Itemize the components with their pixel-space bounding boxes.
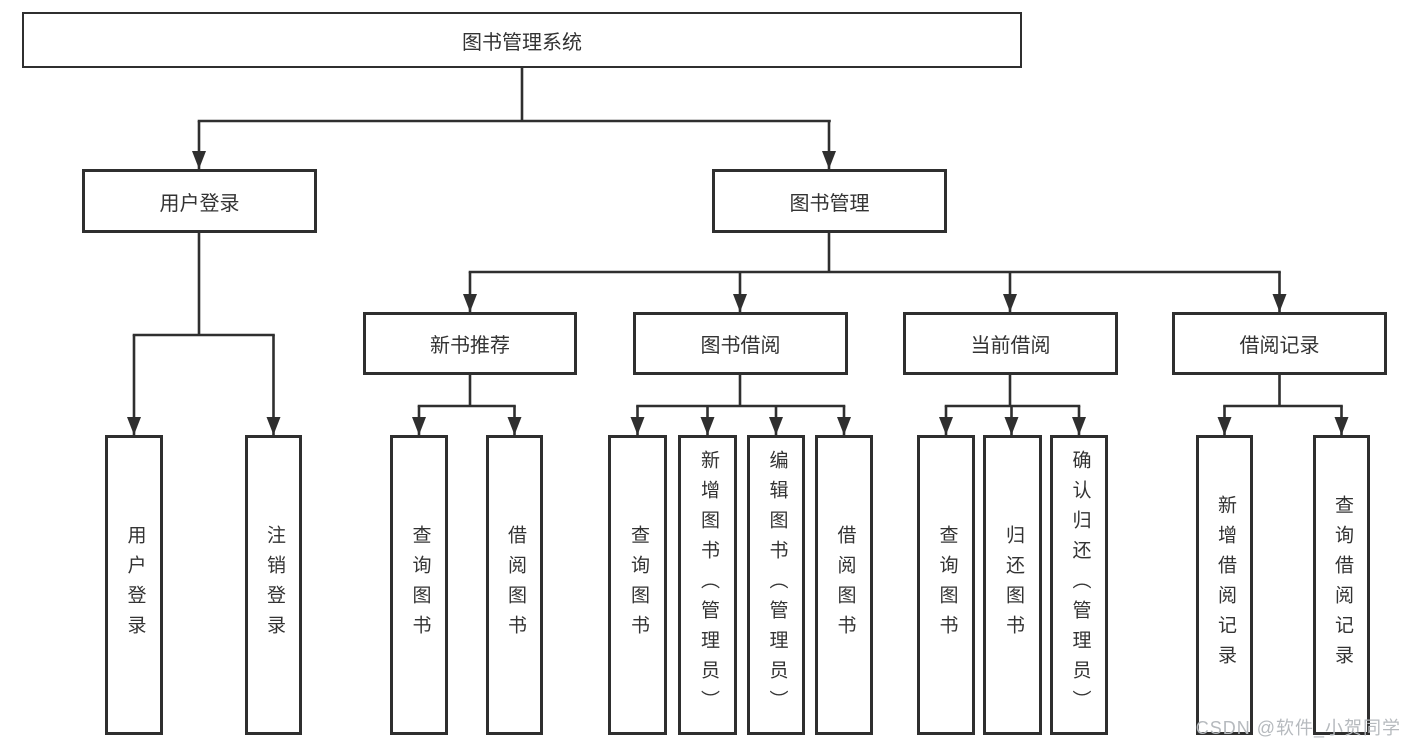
- node-label: 确认归还（管理员）: [1069, 450, 1091, 720]
- node-borrowing-records: 借阅记录: [1172, 312, 1387, 375]
- node-label: 用户登录: [124, 525, 146, 645]
- node-bb-add-books-admin: 新增图书（管理员）: [678, 435, 737, 735]
- node-cb-query-books: 查询图书: [917, 435, 975, 735]
- node-label: 借阅图书: [504, 525, 526, 645]
- node-new-book-recommend: 新书推荐: [363, 312, 577, 375]
- node-label: 查询图书: [627, 525, 649, 645]
- node-bb-edit-books-admin: 编辑图书（管理员）: [747, 435, 805, 735]
- node-label: 查询借阅记录: [1331, 495, 1353, 675]
- node-label: 借阅图书: [834, 525, 856, 645]
- node-label: 查询图书: [936, 525, 958, 645]
- node-label: 新增借阅记录: [1214, 495, 1236, 675]
- node-book-management: 图书管理: [712, 169, 947, 233]
- node-label: 注销登录: [263, 525, 285, 645]
- node-user-login: 用户登录: [82, 169, 317, 233]
- node-br-query-record: 查询借阅记录: [1313, 435, 1370, 735]
- node-book-borrowing: 图书借阅: [633, 312, 848, 375]
- node-label: 归还图书: [1002, 525, 1024, 645]
- node-cb-return-books: 归还图书: [983, 435, 1042, 735]
- node-root: 图书管理系统: [22, 12, 1022, 68]
- node-leaf-logout: 注销登录: [245, 435, 302, 735]
- node-bb-query-books: 查询图书: [608, 435, 667, 735]
- node-nb-query-books: 查询图书: [390, 435, 448, 735]
- node-current-borrowing: 当前借阅: [903, 312, 1118, 375]
- node-bb-borrow-books: 借阅图书: [815, 435, 873, 735]
- node-nb-borrow-books: 借阅图书: [486, 435, 543, 735]
- node-cb-confirm-return-admin: 确认归还（管理员）: [1050, 435, 1108, 735]
- node-label: 新增图书（管理员）: [697, 450, 719, 720]
- node-br-add-record: 新增借阅记录: [1196, 435, 1253, 735]
- csdn-watermark: CSDN @软件_小贺同学: [1195, 718, 1401, 738]
- node-leaf-user-login: 用户登录: [105, 435, 163, 735]
- node-label: 查询图书: [409, 525, 431, 645]
- node-label: 编辑图书（管理员）: [766, 450, 788, 720]
